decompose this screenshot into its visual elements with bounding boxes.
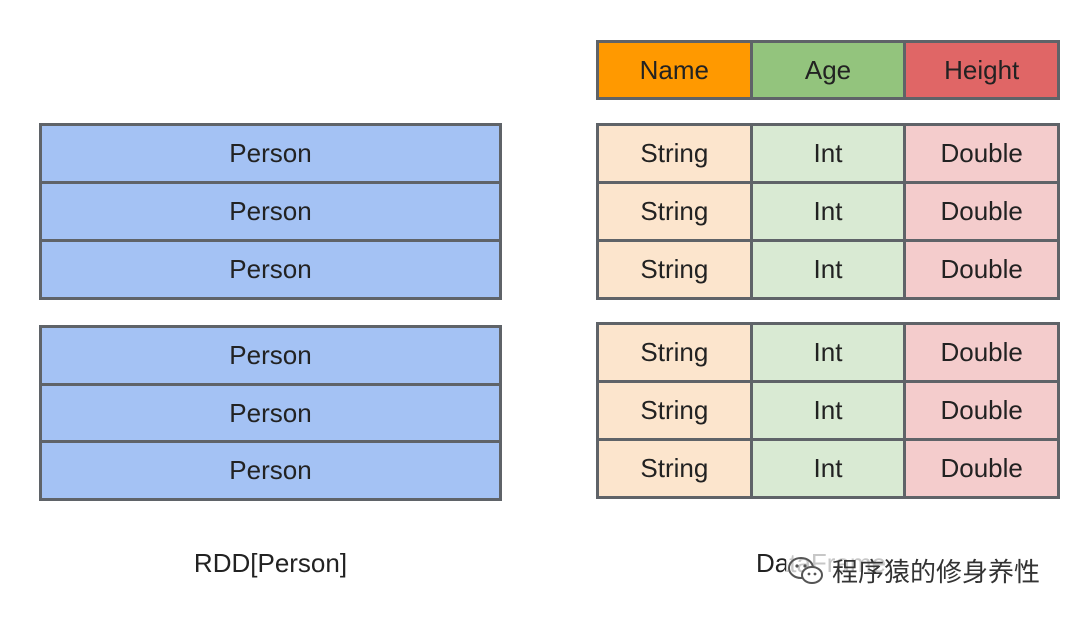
rdd-row: Person (42, 440, 499, 499)
dataframe-row: String Int Double (599, 126, 1058, 181)
cell-height: Double (903, 383, 1058, 438)
cell-age: Int (749, 441, 904, 496)
dataframe-partition-1: String Int Double String Int Double Stri… (596, 123, 1060, 300)
cell-height: Double (903, 325, 1058, 380)
cell-name: String (599, 325, 750, 380)
dataframe-row: String Int Double (599, 325, 1058, 380)
dataframe-partition-2: String Int Double String Int Double Stri… (596, 322, 1060, 499)
header-age: Age (749, 43, 904, 97)
rdd-row: Person (42, 181, 499, 239)
rdd-row: Person (42, 382, 499, 441)
dataframe-row: String Int Double (599, 438, 1058, 496)
cell-age: Int (749, 383, 904, 438)
header-height: Height (903, 43, 1058, 97)
dataframe-caption: DataFrame (596, 548, 886, 579)
header-row: Name Age Height (599, 43, 1058, 97)
cell-name: String (599, 242, 750, 297)
header-name: Name (599, 43, 750, 97)
cell-height: Double (903, 242, 1058, 297)
cell-age: Int (749, 126, 904, 181)
cell-height: Double (903, 184, 1058, 239)
cell-name: String (599, 184, 750, 239)
dataframe-row: String Int Double (599, 380, 1058, 438)
cell-height: Double (903, 441, 1058, 496)
rdd-caption: RDD[Person] (193, 548, 348, 578)
rdd-row: Person (42, 328, 499, 383)
dataframe-row: String Int Double (599, 181, 1058, 239)
cell-name: String (599, 441, 750, 496)
rdd-row: Person (42, 239, 499, 297)
cell-age: Int (749, 184, 904, 239)
watermark: 程序猿的修身养性 (786, 552, 1041, 589)
dataframe-header: Name Age Height (596, 40, 1060, 100)
dataframe-row: String Int Double (599, 239, 1058, 297)
wechat-icon (788, 556, 823, 584)
cell-age: Int (749, 325, 904, 380)
cell-name: String (599, 126, 750, 181)
cell-height: Double (903, 126, 1058, 181)
rdd-row: Person (42, 126, 499, 181)
rdd-partition-1: Person Person Person (39, 123, 502, 300)
cell-age: Int (749, 242, 904, 297)
cell-name: String (599, 383, 750, 438)
rdd-partition-2: Person Person Person (39, 325, 502, 501)
watermark-text: 程序猿的修身养性 (832, 557, 1041, 587)
